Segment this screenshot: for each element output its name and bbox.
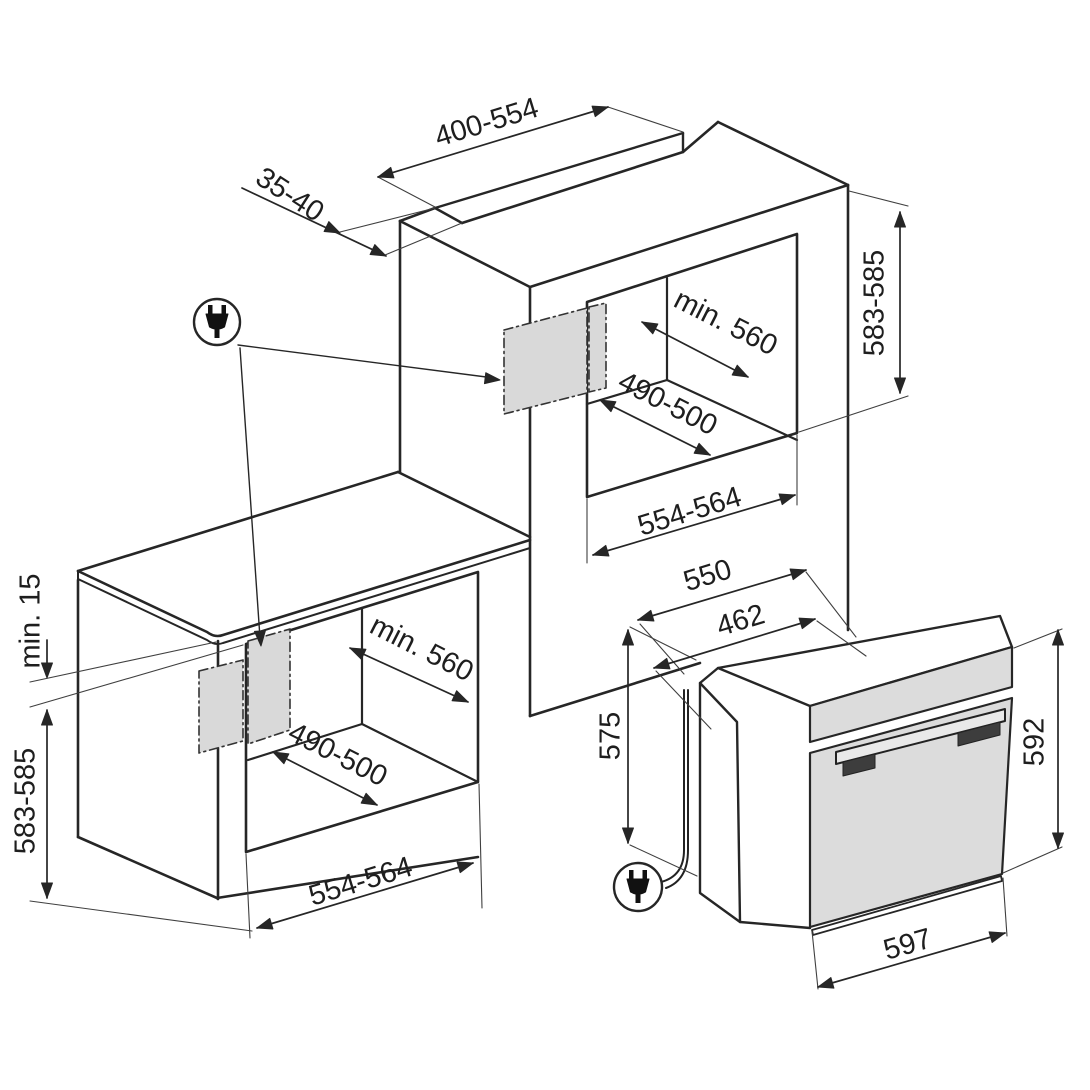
dim-label-lower-niche-width: 554-564: [305, 851, 416, 913]
plug-leader-lines: [237, 344, 501, 647]
lower-niche: [244, 570, 480, 854]
dim-label-oven-width: 597: [880, 923, 935, 967]
dim-label-oven-height-back: 575: [595, 712, 627, 760]
oven: [698, 614, 1014, 936]
extension-lines: [29, 106, 1063, 990]
dimension-arrows: [41, 105, 1064, 989]
electrical-area-lower: [198, 628, 291, 754]
power-cord: [660, 689, 689, 889]
dim-label-oven-height-front: 592: [1019, 718, 1051, 766]
worktop: [76, 470, 532, 645]
dim-label-upper-niche-height: 583-585: [859, 250, 891, 356]
dim-label-top-front-strip: 35-40: [250, 161, 330, 228]
power-plug-icon-wall: [192, 297, 242, 347]
dim-label-worktop-clearance: min. 15: [15, 573, 47, 668]
electrical-area-upper: [503, 302, 607, 415]
oven-handle: [835, 708, 1006, 777]
dim-label-lower-niche-height: 583-585: [10, 748, 42, 854]
power-plug-icon-oven: [612, 861, 664, 913]
